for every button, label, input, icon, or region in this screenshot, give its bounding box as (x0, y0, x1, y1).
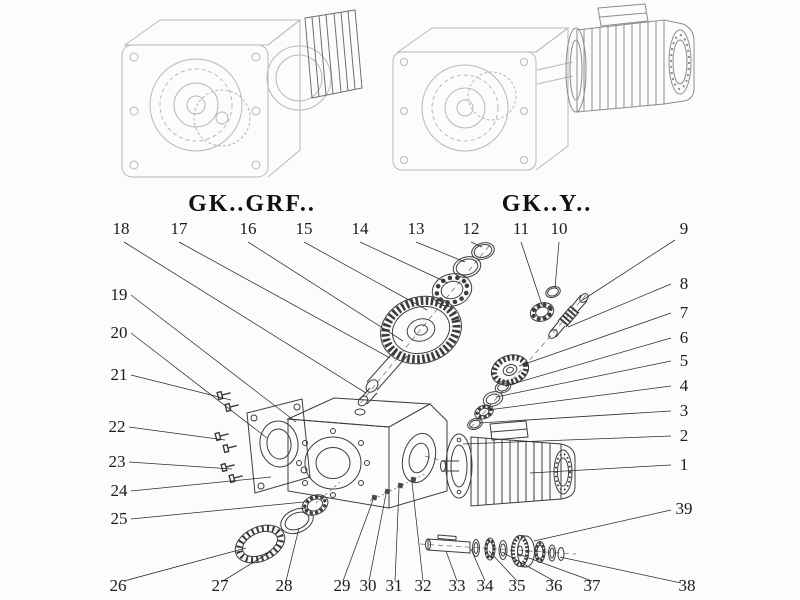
callout-15: 15 (296, 219, 313, 238)
callout-39: 39 (676, 499, 693, 518)
input-fin-cover (304, 9, 363, 99)
callout-5: 5 (680, 351, 689, 370)
callout-24: 24 (111, 481, 129, 500)
callout-4: 4 (680, 376, 689, 395)
retaining-rings (452, 242, 495, 278)
input-bearing (529, 302, 555, 322)
input-ring (545, 285, 561, 299)
callout-7: 7 (680, 303, 689, 322)
callout-32: 32 (415, 576, 432, 595)
callout-6: 6 (680, 328, 689, 347)
gear-bearing (431, 273, 473, 307)
callout-29: 29 (334, 576, 351, 595)
callout-33: 33 (449, 576, 466, 595)
callout-9: 9 (680, 219, 689, 238)
callout-25: 25 (111, 509, 128, 528)
output-bearing-front (484, 537, 496, 561)
callout-38: 38 (679, 576, 696, 595)
variant-label-grf: GK..GRF.. (188, 191, 316, 217)
callout-1: 1 (680, 455, 689, 474)
callout-34: 34 (477, 576, 495, 595)
callout-8: 8 (680, 274, 689, 293)
output-bearing-rear (534, 541, 546, 563)
motor (440, 420, 576, 507)
callout-21: 21 (111, 365, 128, 384)
shim-and-washers (467, 380, 512, 431)
motor-drawing (565, 3, 695, 113)
variant-label-gy: GK..Y.. (502, 191, 592, 217)
mounting-flange (246, 398, 311, 494)
callout-30: 30 (360, 576, 377, 595)
output-shaft-assembly (425, 534, 565, 568)
exploded-view (214, 242, 589, 568)
gearbox-drawing-grf (121, 9, 363, 178)
callout-28: 28 (276, 576, 293, 595)
callout-numbers: 1 2 3 4 5 6 7 8 9 10 11 12 13 14 15 16 1… (109, 219, 696, 595)
terminal-box (597, 3, 649, 27)
callout-19: 19 (111, 285, 128, 304)
gear-housing (286, 397, 448, 509)
seal-kit (234, 494, 329, 564)
output-pinion-gear (510, 535, 535, 568)
callout-16: 16 (240, 219, 257, 238)
callout-31: 31 (386, 576, 403, 595)
leader-lines (123, 239, 682, 584)
callout-36: 36 (546, 576, 563, 595)
gearbox-drawing-gy (392, 27, 574, 171)
callout-10: 10 (551, 219, 568, 238)
callout-18: 18 (113, 219, 130, 238)
callout-3: 3 (680, 401, 689, 420)
callout-2: 2 (680, 426, 689, 445)
callout-12: 12 (463, 219, 480, 238)
callout-23: 23 (109, 452, 126, 471)
callout-17: 17 (171, 219, 189, 238)
input-pinion-shaft (548, 293, 589, 339)
callout-14: 14 (352, 219, 370, 238)
callout-35: 35 (509, 576, 526, 595)
callout-13: 13 (408, 219, 425, 238)
flange-bolts (214, 390, 243, 484)
gear-shaft (357, 347, 408, 407)
callout-22: 22 (109, 417, 126, 436)
callout-20: 20 (111, 323, 128, 342)
callout-26: 26 (110, 576, 127, 595)
callout-27: 27 (212, 576, 230, 595)
callout-37: 37 (584, 576, 602, 595)
housing-fasteners (371, 476, 417, 501)
callout-11: 11 (513, 219, 529, 238)
intermediate-gear (490, 354, 530, 386)
